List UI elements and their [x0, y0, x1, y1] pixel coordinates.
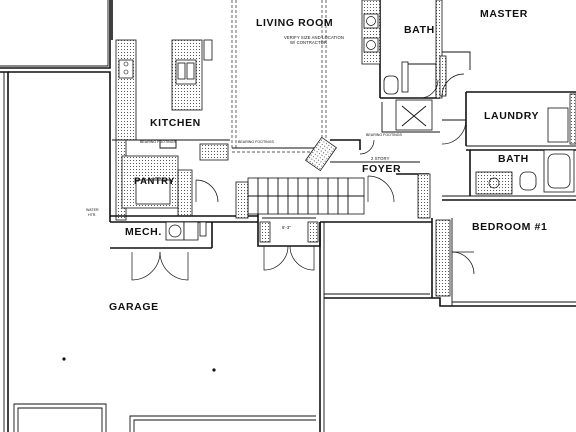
verify-note-line2: W/ CONTRACTOR: [290, 40, 327, 45]
garage-area: [13, 357, 316, 432]
pantry-area: [110, 155, 258, 217]
foyer-label: FOYER: [362, 163, 401, 175]
kitchen-area: [112, 39, 230, 221]
master-area: [439, 51, 471, 97]
water-heater-note-line2: HTR.: [88, 213, 96, 217]
verify-note-line1: VERIFY SIZE AND LOCATION: [284, 35, 344, 40]
living-room-label: LIVING ROOM: [256, 17, 333, 29]
laundry-area: [441, 91, 576, 147]
upper-bath-label: BATH: [404, 24, 435, 36]
living-room-area: [231, 0, 330, 153]
bearing-footings-note-1: BEARING FOOTINGS: [140, 140, 177, 144]
mech-label: MECH.: [125, 226, 162, 238]
water-heater-note-line1: WATER: [86, 208, 99, 212]
lower-bath-area: [442, 149, 576, 201]
kitchen-label: KITCHEN: [150, 117, 201, 129]
foyer-area: [305, 136, 431, 219]
pantry-label: PANTRY: [134, 176, 175, 187]
bearing-footings-note-2: BEARING FOOTINGS: [238, 140, 275, 144]
bearing-footings-note-3: BEARING FOOTINGS: [366, 133, 403, 137]
stairs: [235, 177, 365, 271]
lower-bath-label: BATH: [498, 153, 529, 165]
master-label: MASTER: [480, 8, 528, 20]
laundry-label: LAUNDRY: [484, 110, 539, 122]
bedroom-area: [431, 218, 475, 306]
two-story-note: 2 STORY: [371, 156, 390, 161]
bedroom-label: BEDROOM #1: [472, 221, 547, 233]
upper-bath-area: [361, 0, 443, 133]
closet-dimension: 6'-3": [282, 225, 291, 230]
garage-label: GARAGE: [109, 301, 159, 313]
mech-area: [110, 221, 213, 281]
